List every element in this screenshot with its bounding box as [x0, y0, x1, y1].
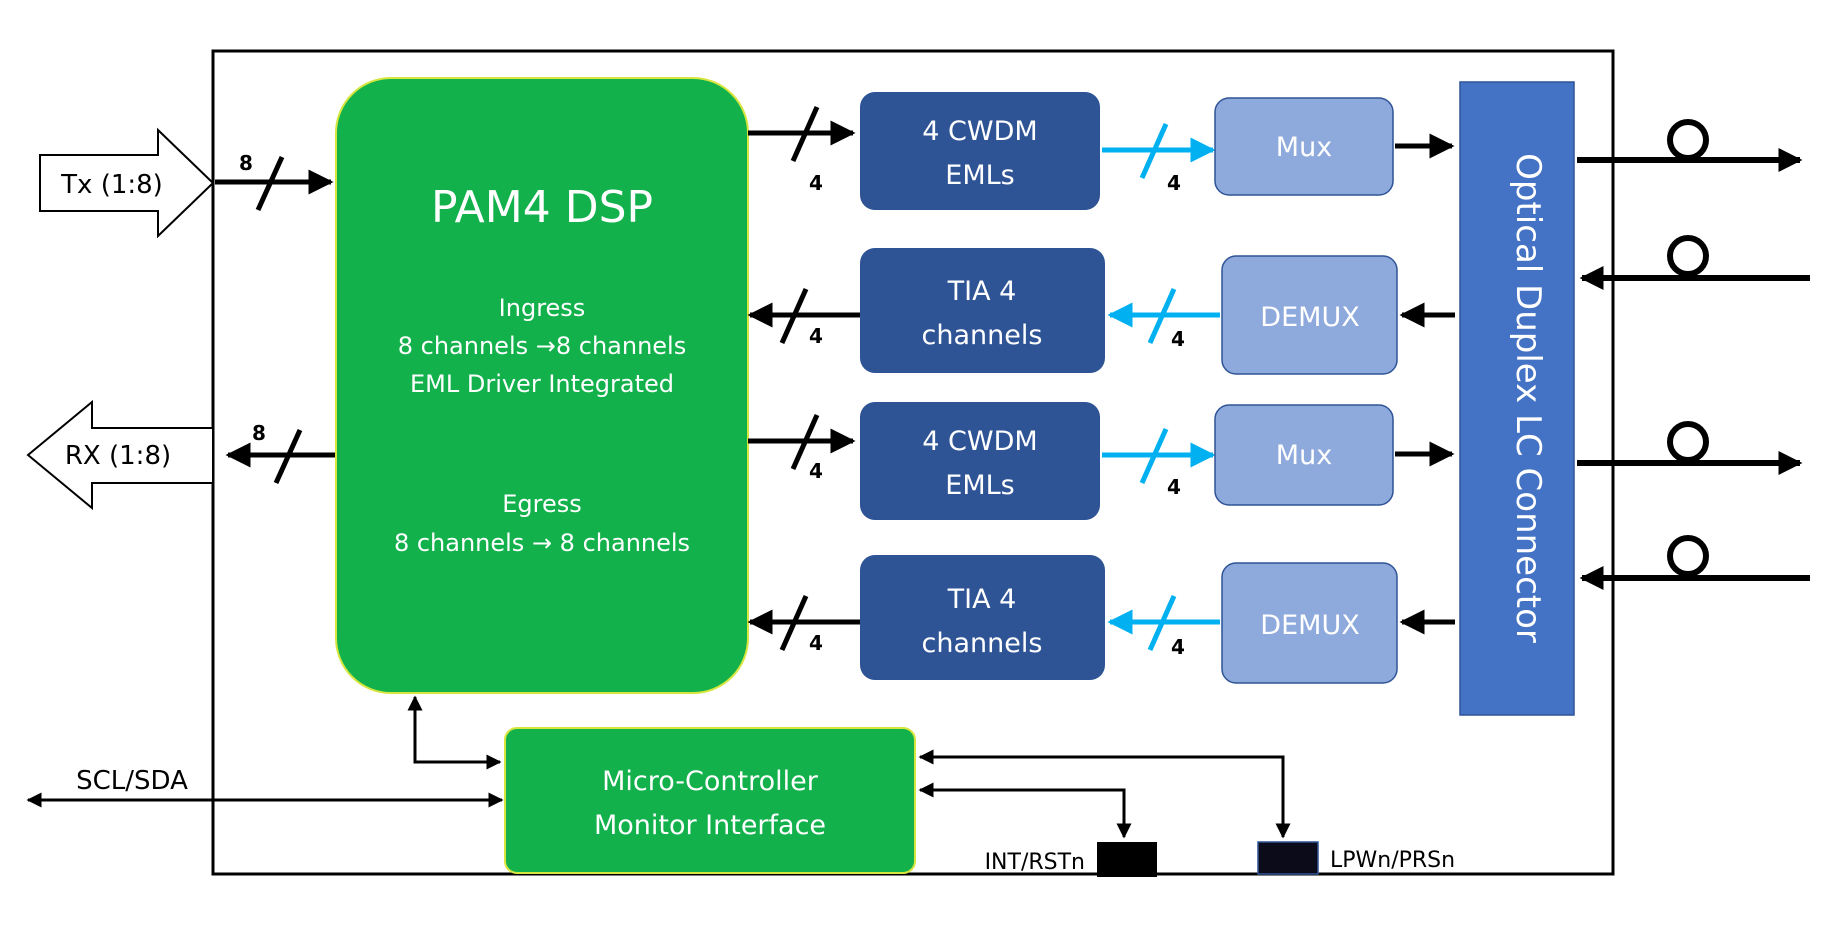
eml1-to-mux1-slash — [1139, 122, 1169, 180]
fiber-rx-1 — [1579, 235, 1810, 290]
tx-host-arrow: Tx (1:8) — [39, 127, 215, 239]
mcu-line1: Micro-Controller — [602, 766, 819, 797]
mcu-int-rstn-link — [918, 782, 1132, 839]
scl-sda-label: SCL/SDA — [76, 766, 188, 796]
egress-channels: 8 channels → 8 channels — [394, 529, 690, 557]
microcontroller-block: Micro-Controller Monitor Interface — [504, 727, 916, 874]
eml2-to-mux2-slash — [1139, 427, 1169, 485]
optical-connector-block: Optical Duplex LC Connector — [1459, 81, 1575, 716]
eml-2-line1: 4 CWDM — [922, 426, 1037, 457]
mux-block-1: Mux — [1214, 97, 1394, 196]
dsp-mcu-link — [407, 695, 502, 770]
fiber-tx-2 — [1577, 421, 1803, 475]
demux1-to-tia1-width: 4 — [1171, 327, 1185, 351]
rx-host-arrow: RX (1:8) — [26, 399, 214, 511]
eml-block-1: 4 CWDM EMLs — [860, 92, 1100, 210]
dsp-to-eml1-width: 4 — [809, 171, 823, 195]
connector-label: Optical Duplex LC Connector — [1508, 153, 1548, 643]
ingress-channels: 8 channels →8 channels — [398, 332, 686, 360]
demux-block-2: DEMUX — [1221, 562, 1398, 684]
tx-label: Tx (1:8) — [60, 170, 163, 200]
rx-bus-width: 8 — [252, 421, 266, 445]
rx-bus-slash — [273, 428, 303, 485]
tia2-to-dsp-slash — [779, 594, 809, 652]
demux2-to-tia2-slash — [1147, 594, 1177, 652]
demux-2-label: DEMUX — [1260, 610, 1359, 641]
demux2-to-tia2-width: 4 — [1171, 635, 1185, 659]
int-rstn-label: INT/RSTn — [985, 850, 1085, 875]
mux-block-2: Mux — [1214, 404, 1394, 506]
tia-2-line2: channels — [922, 628, 1043, 659]
eml2-to-mux2-width: 4 — [1167, 475, 1181, 499]
mux-1-label: Mux — [1276, 132, 1332, 163]
tia-1-line2: channels — [922, 320, 1043, 351]
demux1-to-tia1-slash — [1147, 287, 1177, 345]
dsp-to-eml2-slash — [790, 413, 820, 471]
ingress-label: Ingress — [499, 294, 586, 322]
eml-2-line2: EMLs — [945, 470, 1014, 501]
tia-block-1: TIA 4 channels — [860, 248, 1105, 373]
tx-bus-slash — [255, 155, 285, 212]
tx-bus-width: 8 — [239, 151, 253, 175]
dsp-to-eml1-slash — [790, 105, 820, 163]
int-rstn-pin — [1097, 842, 1157, 877]
tia1-to-dsp-slash — [779, 287, 809, 345]
lpwn-prsn-pin — [1257, 841, 1319, 875]
tia-2-line1: TIA 4 — [947, 584, 1017, 615]
dsp-title: PAM4 DSP — [431, 182, 653, 233]
tia-1-line1: TIA 4 — [947, 276, 1017, 307]
demux-1-label: DEMUX — [1260, 302, 1359, 333]
fiber-tx-1 — [1577, 119, 1803, 172]
fiber-rx-2 — [1579, 535, 1810, 590]
tia-block-2: TIA 4 channels — [860, 555, 1105, 680]
egress-label: Egress — [502, 490, 582, 518]
dsp-to-eml2-width: 4 — [809, 459, 823, 483]
mux-2-label: Mux — [1276, 440, 1332, 471]
mcu-lpwn-prsn-link — [918, 749, 1291, 839]
mcu-line2: Monitor Interface — [594, 810, 826, 841]
lpwn-prsn-label: LPWn/PRSn — [1330, 848, 1455, 873]
ingress-driver: EML Driver Integrated — [410, 370, 674, 398]
eml-1-line1: 4 CWDM — [922, 116, 1037, 147]
rx-label: RX (1:8) — [65, 441, 171, 471]
eml-1-line2: EMLs — [945, 160, 1014, 191]
tia1-to-dsp-width: 4 — [809, 324, 823, 348]
eml1-to-mux1-width: 4 — [1167, 171, 1181, 195]
pam4-dsp-block: PAM4 DSP Ingress 8 channels →8 channels … — [335, 77, 749, 694]
demux-block-1: DEMUX — [1221, 255, 1398, 375]
tia2-to-dsp-width: 4 — [809, 631, 823, 655]
eml-block-2: 4 CWDM EMLs — [860, 402, 1100, 520]
